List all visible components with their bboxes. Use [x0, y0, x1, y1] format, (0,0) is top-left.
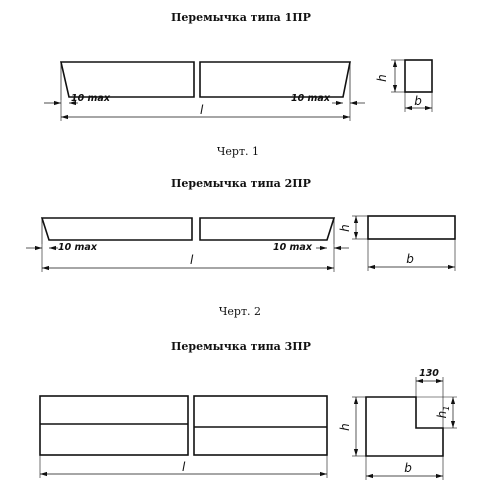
type1-left-offset-label: 10 max [71, 93, 111, 104]
type3-width-label: b [404, 461, 412, 475]
type3-length-label: l [182, 460, 186, 474]
type3-section-view [352, 377, 457, 480]
type2-height-label: h [338, 224, 352, 232]
type3-front-view [39, 395, 328, 456]
type3-notch-height-label: h1 [435, 406, 451, 419]
notch-height-subscript: 1 [442, 406, 451, 411]
type2-title: Перемычка типа 2ПР [171, 177, 311, 190]
type3-title: Перемычка типа 3ПР [171, 340, 311, 353]
type3-notch-width-label: 130 [419, 368, 439, 379]
type2-front-view [40, 217, 336, 244]
type1-height-label: h [375, 74, 389, 82]
type3-dimension-lines [39, 455, 328, 478]
type2-width-label: b [406, 252, 414, 266]
type2-dimension-lines [26, 244, 349, 272]
type1-dimension-lines [44, 100, 365, 121]
type2-left-offset-label: 10 max [58, 242, 98, 253]
type1-width-label: b [414, 94, 422, 108]
svg-text:h1: h1 [435, 406, 451, 419]
type2-length-label: l [190, 253, 194, 267]
type1-right-offset-label: 10 max [291, 93, 331, 104]
type1-section-view [391, 59, 433, 112]
type1-title: Перемычка типа 1ПР [171, 11, 311, 24]
type3-height-label: h [338, 423, 352, 431]
notch-height-symbol: h [435, 411, 449, 419]
type2-section-view [352, 215, 456, 271]
type1-caption: Черт. 1 [217, 145, 259, 158]
type2-right-offset-label: 10 max [273, 242, 313, 253]
type1-length-label: l [200, 103, 204, 117]
type1-front-view [59, 61, 351, 100]
type2-caption: Черт. 2 [219, 305, 261, 318]
